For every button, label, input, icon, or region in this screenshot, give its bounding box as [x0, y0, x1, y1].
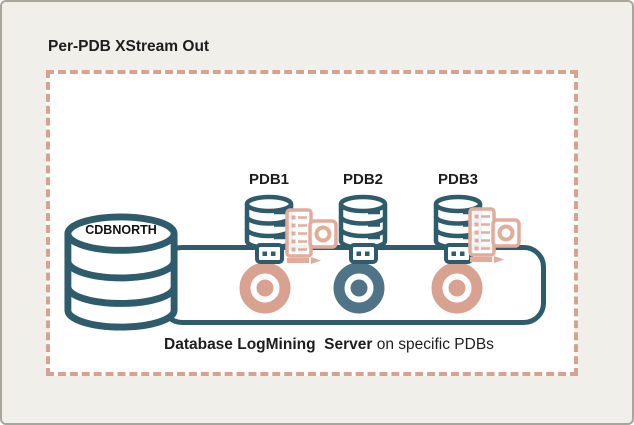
pdb1-capture-process-icon — [237, 260, 293, 316]
caption-bold-text: Database LogMining Server — [164, 336, 373, 353]
database-cylinder-icon — [64, 213, 178, 331]
rules-list-lens-icon — [468, 207, 521, 263]
pdb2-label: PDB2 — [342, 171, 383, 188]
pluggable-database-icon — [338, 194, 388, 264]
rules-list-lens-icon — [285, 208, 338, 264]
caption-regular-text: on specific PDBs — [372, 336, 494, 353]
logmining-caption: Database LogMining Server on specific PD… — [164, 336, 494, 354]
pdb1-label: PDB1 — [248, 171, 289, 188]
pdb3-label: PDB3 — [437, 171, 478, 188]
cdbnorth-label: CDBNORTH — [85, 223, 157, 237]
diagram-title: Per-PDB XStream Out — [48, 38, 210, 55]
pdb3-capture-process-icon — [429, 260, 485, 316]
pdb2-capture-process-icon — [331, 260, 387, 316]
pdb1-capture-rules-icon — [284, 208, 338, 266]
cdbnorth-database: CDBNORTH — [62, 209, 180, 335]
pdb3-capture-rules-icon — [467, 207, 521, 265]
pdb2-database-icon — [335, 192, 391, 266]
